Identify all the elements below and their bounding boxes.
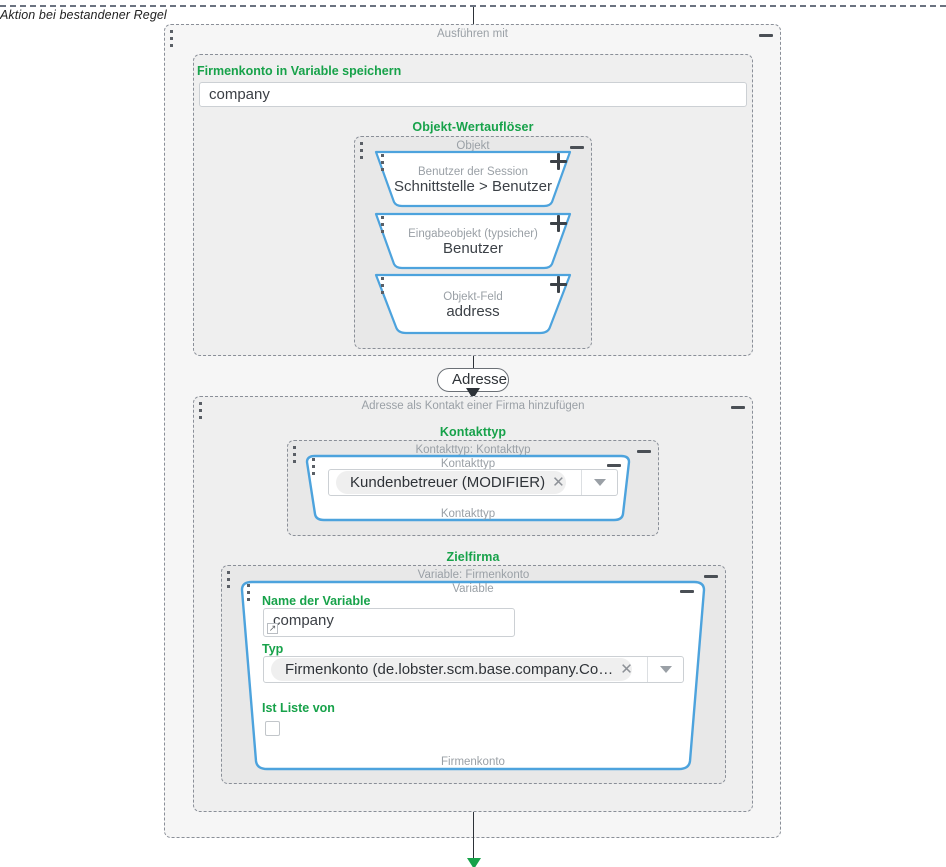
selected-tag: Firmenkonto (de.lobster.scm.base.company… — [271, 658, 632, 681]
drag-handle-icon[interactable] — [359, 142, 364, 159]
dropdown-toggle[interactable] — [581, 470, 617, 495]
drag-handle-icon[interactable] — [169, 30, 174, 47]
rule-caption: Aktion bei bestandener Regel — [0, 8, 167, 22]
checkbox-ist-liste-von[interactable] — [265, 721, 280, 736]
add-icon[interactable] — [550, 153, 567, 170]
input-variable-name[interactable]: company — [199, 82, 747, 107]
collapse-icon[interactable] — [637, 450, 651, 453]
dropdown-toggle[interactable] — [647, 657, 683, 682]
connector-arrow-mid — [466, 388, 480, 399]
rule-divider — [0, 5, 946, 7]
node-benutzer-der-session[interactable]: Benutzer der Session Schnittstelle > Ben… — [372, 148, 574, 210]
drag-handle-icon[interactable] — [380, 216, 385, 233]
textarea-value: company — [273, 612, 334, 629]
textarea-variable-name[interactable]: company ↗ — [263, 608, 515, 637]
collapse-icon[interactable] — [704, 575, 718, 578]
resize-handle-icon[interactable]: ↗ — [267, 623, 278, 634]
label-ist-liste-von: Ist Liste von — [262, 701, 335, 715]
node-eingabeobjekt[interactable]: Eingabeobjekt (typsicher) Benutzer — [372, 210, 574, 272]
connector-line-out — [473, 812, 474, 864]
chevron-down-icon — [593, 479, 606, 486]
drag-handle-icon[interactable] — [380, 154, 385, 171]
node-footer: Firmenkonto — [441, 756, 505, 768]
chevron-down-icon — [659, 666, 672, 673]
node-value: address — [446, 303, 500, 320]
drag-handle-icon[interactable] — [198, 402, 203, 419]
drag-handle-icon[interactable] — [226, 571, 231, 588]
add-icon[interactable] — [550, 215, 567, 232]
collapse-icon[interactable] — [570, 146, 584, 149]
connector-line-mid-top — [473, 356, 474, 369]
node-title: Variable — [452, 583, 494, 595]
node-subtitle: Benutzer der Session — [418, 166, 528, 178]
label-firmenkonto-in-variable-speichern: Firmenkonto in Variable speichern — [197, 64, 402, 78]
drag-handle-icon[interactable] — [311, 458, 316, 475]
collapse-icon[interactable] — [759, 34, 773, 37]
remove-tag-icon[interactable]: ✕ — [552, 474, 565, 491]
selected-tag: Kundenbetreuer (MODIFIER) ✕ — [336, 471, 566, 494]
drag-handle-icon[interactable] — [292, 446, 297, 463]
add-icon[interactable] — [550, 276, 567, 293]
label-objekt-wertaufloeser: Objekt-Wertauflöser — [412, 120, 534, 134]
node-objekt-feld[interactable]: Objekt-Feld address — [372, 271, 574, 337]
drag-handle-icon[interactable] — [246, 584, 251, 601]
selected-tag-label: Firmenkonto (de.lobster.scm.base.company… — [285, 660, 614, 678]
node-subtitle: Eingabeobjekt (typsicher) — [408, 228, 538, 240]
node-value: Benutzer — [442, 240, 504, 257]
drag-handle-icon[interactable] — [380, 277, 385, 294]
group-title: Adresse als Kontakt einer Firma hinzufüg… — [361, 400, 585, 412]
group-title: Ausführen mit — [437, 28, 508, 40]
connector-arrow-out — [467, 858, 481, 867]
collapse-icon[interactable] — [607, 464, 621, 467]
selected-tag-label: Kundenbetreuer (MODIFIER) — [350, 473, 546, 491]
collapse-icon[interactable] — [731, 406, 745, 409]
label-zielfirma-section: Zielfirma — [446, 550, 500, 564]
label-name-der-variable: Name der Variable — [262, 594, 371, 608]
remove-tag-icon[interactable]: ✕ — [620, 661, 632, 678]
node-subtitle: Objekt-Feld — [443, 291, 503, 303]
select-typ[interactable]: Firmenkonto (de.lobster.scm.base.company… — [263, 656, 684, 683]
node-footer: Kontakttyp — [440, 508, 496, 520]
label-kontakttyp-section: Kontakttyp — [439, 425, 507, 439]
collapse-icon[interactable] — [680, 590, 694, 593]
label-typ: Typ — [262, 642, 284, 656]
node-value: Schnittstelle > Benutzer — [393, 178, 552, 195]
node-title: Kontakttyp — [440, 458, 496, 470]
select-kontakttyp[interactable]: Kundenbetreuer (MODIFIER) ✕ — [328, 469, 618, 496]
